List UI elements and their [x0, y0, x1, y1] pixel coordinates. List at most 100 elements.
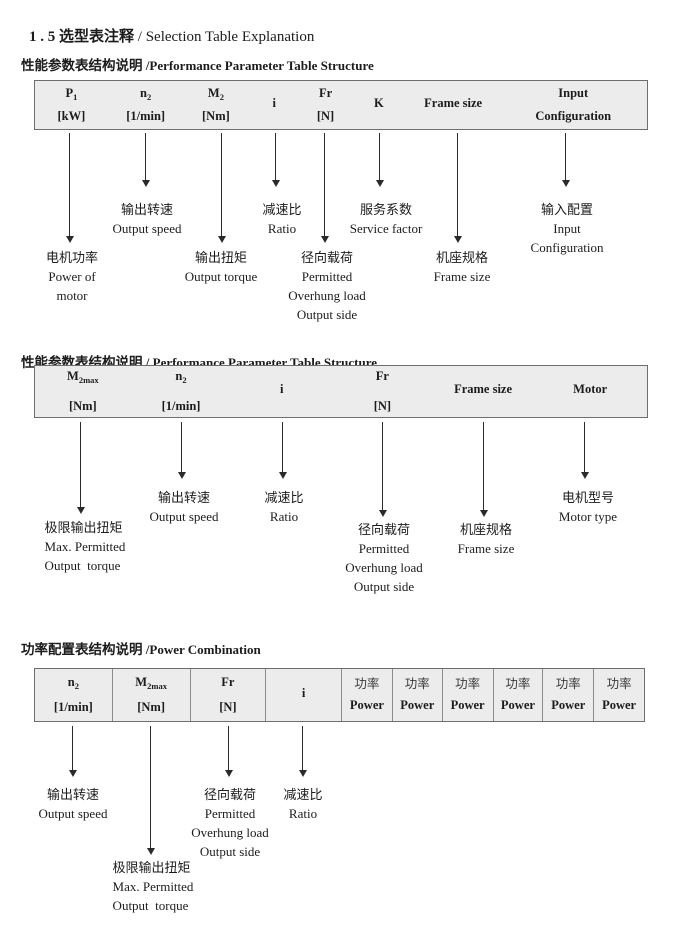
- down-arrow: [68, 726, 77, 777]
- table3-col-i: i: [266, 669, 342, 721]
- callout-line: Permitted: [301, 269, 353, 284]
- callout-line: Overhung load: [288, 288, 366, 303]
- callout-output-speed: 输出转速 Output speed: [39, 785, 108, 823]
- callout-line: Ratio: [288, 806, 318, 821]
- down-arrow: [146, 726, 155, 855]
- callout-line: 机座规格: [459, 522, 513, 537]
- down-arrow: [479, 422, 488, 517]
- callout-line: 径向载荷: [357, 522, 410, 537]
- down-arrow: [298, 726, 307, 777]
- callout-line: Output side: [296, 307, 358, 322]
- down-arrow: [65, 133, 74, 243]
- callout-line: Motor type: [558, 509, 618, 524]
- callout-output-torque: 输出扭矩 Output torque: [185, 248, 258, 286]
- callout-line: 输入配置: [540, 202, 593, 217]
- callout-line: 径向载荷: [300, 250, 353, 265]
- callout-output-speed: 输出转速 Output speed: [113, 200, 182, 238]
- section1-heading-separator: /: [142, 58, 150, 73]
- callout-input-configuration: 输入配置 Input Configuration: [531, 200, 604, 257]
- callout-line: Output speed: [112, 221, 182, 236]
- callout-line: Frame size: [433, 269, 491, 284]
- section3-heading: 功率配置表结构说明 /Power Combination: [8, 622, 261, 674]
- table1-col-n2: n2[1/min]: [126, 86, 166, 123]
- callout-motor-type: 电机型号 Motor type: [559, 488, 617, 526]
- performance-parameter-table-1: P1[kW] n2[1/min] M2[Nm] i Fr[N] K Frame …: [34, 80, 648, 130]
- section1-heading: 性能参数表结构说明 /Performance Parameter Table S…: [8, 38, 374, 90]
- callout-frame-size: 机座规格 Frame size: [458, 520, 515, 558]
- callout-line: Output side: [199, 844, 261, 859]
- callout-line: 减速比: [262, 202, 302, 217]
- section3-heading-separator: /: [142, 642, 150, 657]
- performance-parameter-table-2: M2max[Nm] n2[1/min] i Fr[N] Frame size M…: [34, 365, 648, 418]
- table2-col-m2max: M2max[Nm]: [67, 369, 99, 413]
- callout-line: Service factor: [349, 221, 423, 236]
- callout-line: 机座规格: [435, 250, 489, 265]
- page-title: 1 . 5 选型表注释 / Selection Table Explanatio…: [14, 8, 314, 63]
- callout-line: Output speed: [149, 509, 219, 524]
- table3-col-n2: n2[1/min]: [35, 669, 113, 721]
- down-arrow: [224, 726, 233, 777]
- callout-line: Power of: [48, 269, 96, 284]
- callout-line: 电机功率: [45, 250, 99, 265]
- callout-line: 极限输出扭矩: [112, 860, 191, 875]
- callout-overhung-load: 径向载荷 Permitted Overhung load Output side: [288, 248, 366, 324]
- table2-col-frame-size: Frame size: [454, 382, 513, 396]
- down-arrow: [217, 133, 226, 243]
- callout-frame-size: 机座规格 Frame size: [434, 248, 491, 286]
- callout-line: Output torque: [112, 898, 189, 913]
- down-arrow: [378, 422, 387, 517]
- table1-col-frame-size: Frame size: [424, 95, 483, 110]
- callout-line: Permitted: [204, 806, 256, 821]
- callout-line: 输出转速: [120, 202, 173, 217]
- down-arrow: [580, 422, 589, 479]
- callout-line: Overhung load: [191, 825, 269, 840]
- section1-heading-en: Performance Parameter Table Structure: [149, 58, 374, 73]
- callout-line: 极限输出扭矩: [44, 520, 123, 535]
- callout-line: Output side: [353, 579, 415, 594]
- down-arrow: [278, 422, 287, 479]
- callout-line: Frame size: [457, 541, 515, 556]
- callout-line: Max. Permitted: [112, 879, 194, 894]
- callout-line: Input: [553, 221, 581, 236]
- callout-line: Ratio: [269, 509, 299, 524]
- section2-heading-separator: /: [142, 355, 153, 370]
- section3-heading-en: Power Combination: [149, 642, 261, 657]
- callout-ratio: 减速比 Ratio: [262, 200, 301, 238]
- callout-line: Overhung load: [345, 560, 423, 575]
- callout-line: Ratio: [267, 221, 297, 236]
- callout-line: Permitted: [358, 541, 410, 556]
- table1-col-i: i: [272, 95, 276, 110]
- table1-col-fr: Fr[N]: [316, 86, 335, 123]
- page-title-cn: 1 . 5 选型表注释: [29, 29, 135, 45]
- table2-col-i: i: [279, 382, 284, 396]
- callout-max-permitted-output-torque: 极限输出扭矩 Max. Permitted Output torque: [113, 858, 194, 915]
- table3-col-fr: Fr[N]: [191, 669, 267, 721]
- callout-power-of-motor: 电机功率 Power of motor: [46, 248, 98, 305]
- callout-line: 径向载荷: [203, 787, 256, 802]
- table2-col-motor: Motor: [573, 382, 608, 396]
- callout-line: Configuration: [530, 240, 604, 255]
- table1-col-p1: P1[kW]: [57, 86, 86, 123]
- callout-line: 输出扭矩: [194, 250, 248, 265]
- callout-overhung-load: 径向载荷 Permitted Overhung load Output side: [191, 785, 269, 861]
- down-arrow: [271, 133, 280, 187]
- section3-heading-cn: 功率配置表结构说明: [21, 642, 143, 657]
- callout-line: Output torque: [184, 269, 258, 284]
- callout-overhung-load: 径向载荷 Permitted Overhung load Output side: [345, 520, 423, 596]
- callout-line: 减速比: [283, 787, 323, 802]
- down-arrow: [453, 133, 462, 243]
- callout-max-permitted-output-torque: 极限输出扭矩 Max. Permitted Output torque: [45, 518, 126, 575]
- section1-heading-cn: 性能参数表结构说明: [21, 58, 143, 73]
- table2-col-n2: n2[1/min]: [161, 369, 201, 413]
- page-title-separator: /: [134, 29, 146, 45]
- page-title-en: Selection Table Explanation: [145, 29, 315, 45]
